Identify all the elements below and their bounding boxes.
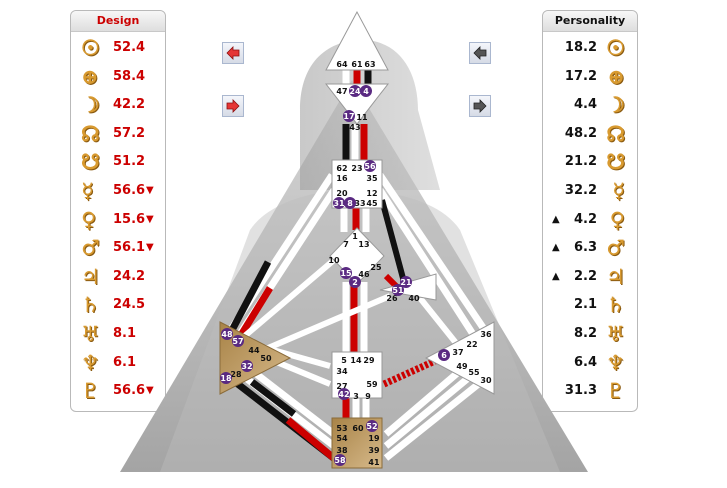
gate-badge-label: 32 [241,362,252,371]
gate-label: 14 [350,356,362,365]
gate-badge-label: 8 [347,199,353,208]
gate-label: 20 [336,189,348,198]
gate-label: 22 [466,340,477,349]
gate-label: 50 [260,354,272,363]
gate-label: 10 [328,256,340,265]
gate-badge-label: 24 [349,87,361,96]
gate-label: 36 [480,330,492,339]
gate-label: 9 [365,392,371,401]
gate-label: 28 [230,370,242,379]
gate-label: 12 [366,189,377,198]
gate-label: 53 [336,424,347,433]
gate-label: 63 [364,60,375,69]
gate-label: 1 [352,232,358,241]
gate-label: 43 [349,123,360,132]
gate-label: 62 [336,164,347,173]
gate-badge-label: 42 [338,390,349,399]
gate-badge-label: 57 [232,337,243,346]
gate-label: 29 [363,356,375,365]
gate-label: 30 [480,376,492,385]
gate-label: 16 [336,174,348,183]
gate-label: 44 [248,346,260,355]
gate-label: 25 [370,263,382,272]
gate-badge-label: 52 [366,422,377,431]
gate-badge-label: 56 [364,162,376,171]
gate-badge-label: 17 [343,112,354,121]
gate-label: 19 [368,434,380,443]
gate-label: 39 [368,446,380,455]
gate-label: 64 [336,60,348,69]
gate-label: 38 [336,446,348,455]
gate-label: 7 [343,240,349,249]
gate-label: 45 [366,199,378,208]
gate-label: 61 [351,60,363,69]
gate-label: 55 [468,368,480,377]
gate-label: 13 [358,240,369,249]
gate-label: 60 [352,424,364,433]
gate-label: 35 [366,174,378,183]
gate-label: 40 [408,294,420,303]
gate-label: 49 [456,362,468,371]
gate-label: 3 [353,392,359,401]
gate-badge-label: 31 [333,199,345,208]
gate-label: 47 [336,87,347,96]
gate-label: 37 [452,348,463,357]
gate-label: 54 [336,434,348,443]
gate-label: 33 [354,199,365,208]
gate-label: 59 [366,380,378,389]
gate-badge-label: 51 [392,286,404,295]
gate-label: 34 [336,367,348,376]
gate-label: 41 [368,458,380,467]
gate-label: 23 [351,164,362,173]
gate-label: 11 [356,113,368,122]
gate-badge-label: 15 [340,269,352,278]
gate-badge-label: 4 [363,87,369,96]
gate-label: 5 [341,356,347,365]
gate-label: 46 [358,270,370,279]
gate-badge-label: 18 [220,374,232,383]
gate-badge-label: 2 [352,278,358,287]
gate-badge-label: 6 [441,351,447,360]
gate-badge-label: 58 [334,456,346,465]
gate-badge-label: 48 [221,330,233,339]
